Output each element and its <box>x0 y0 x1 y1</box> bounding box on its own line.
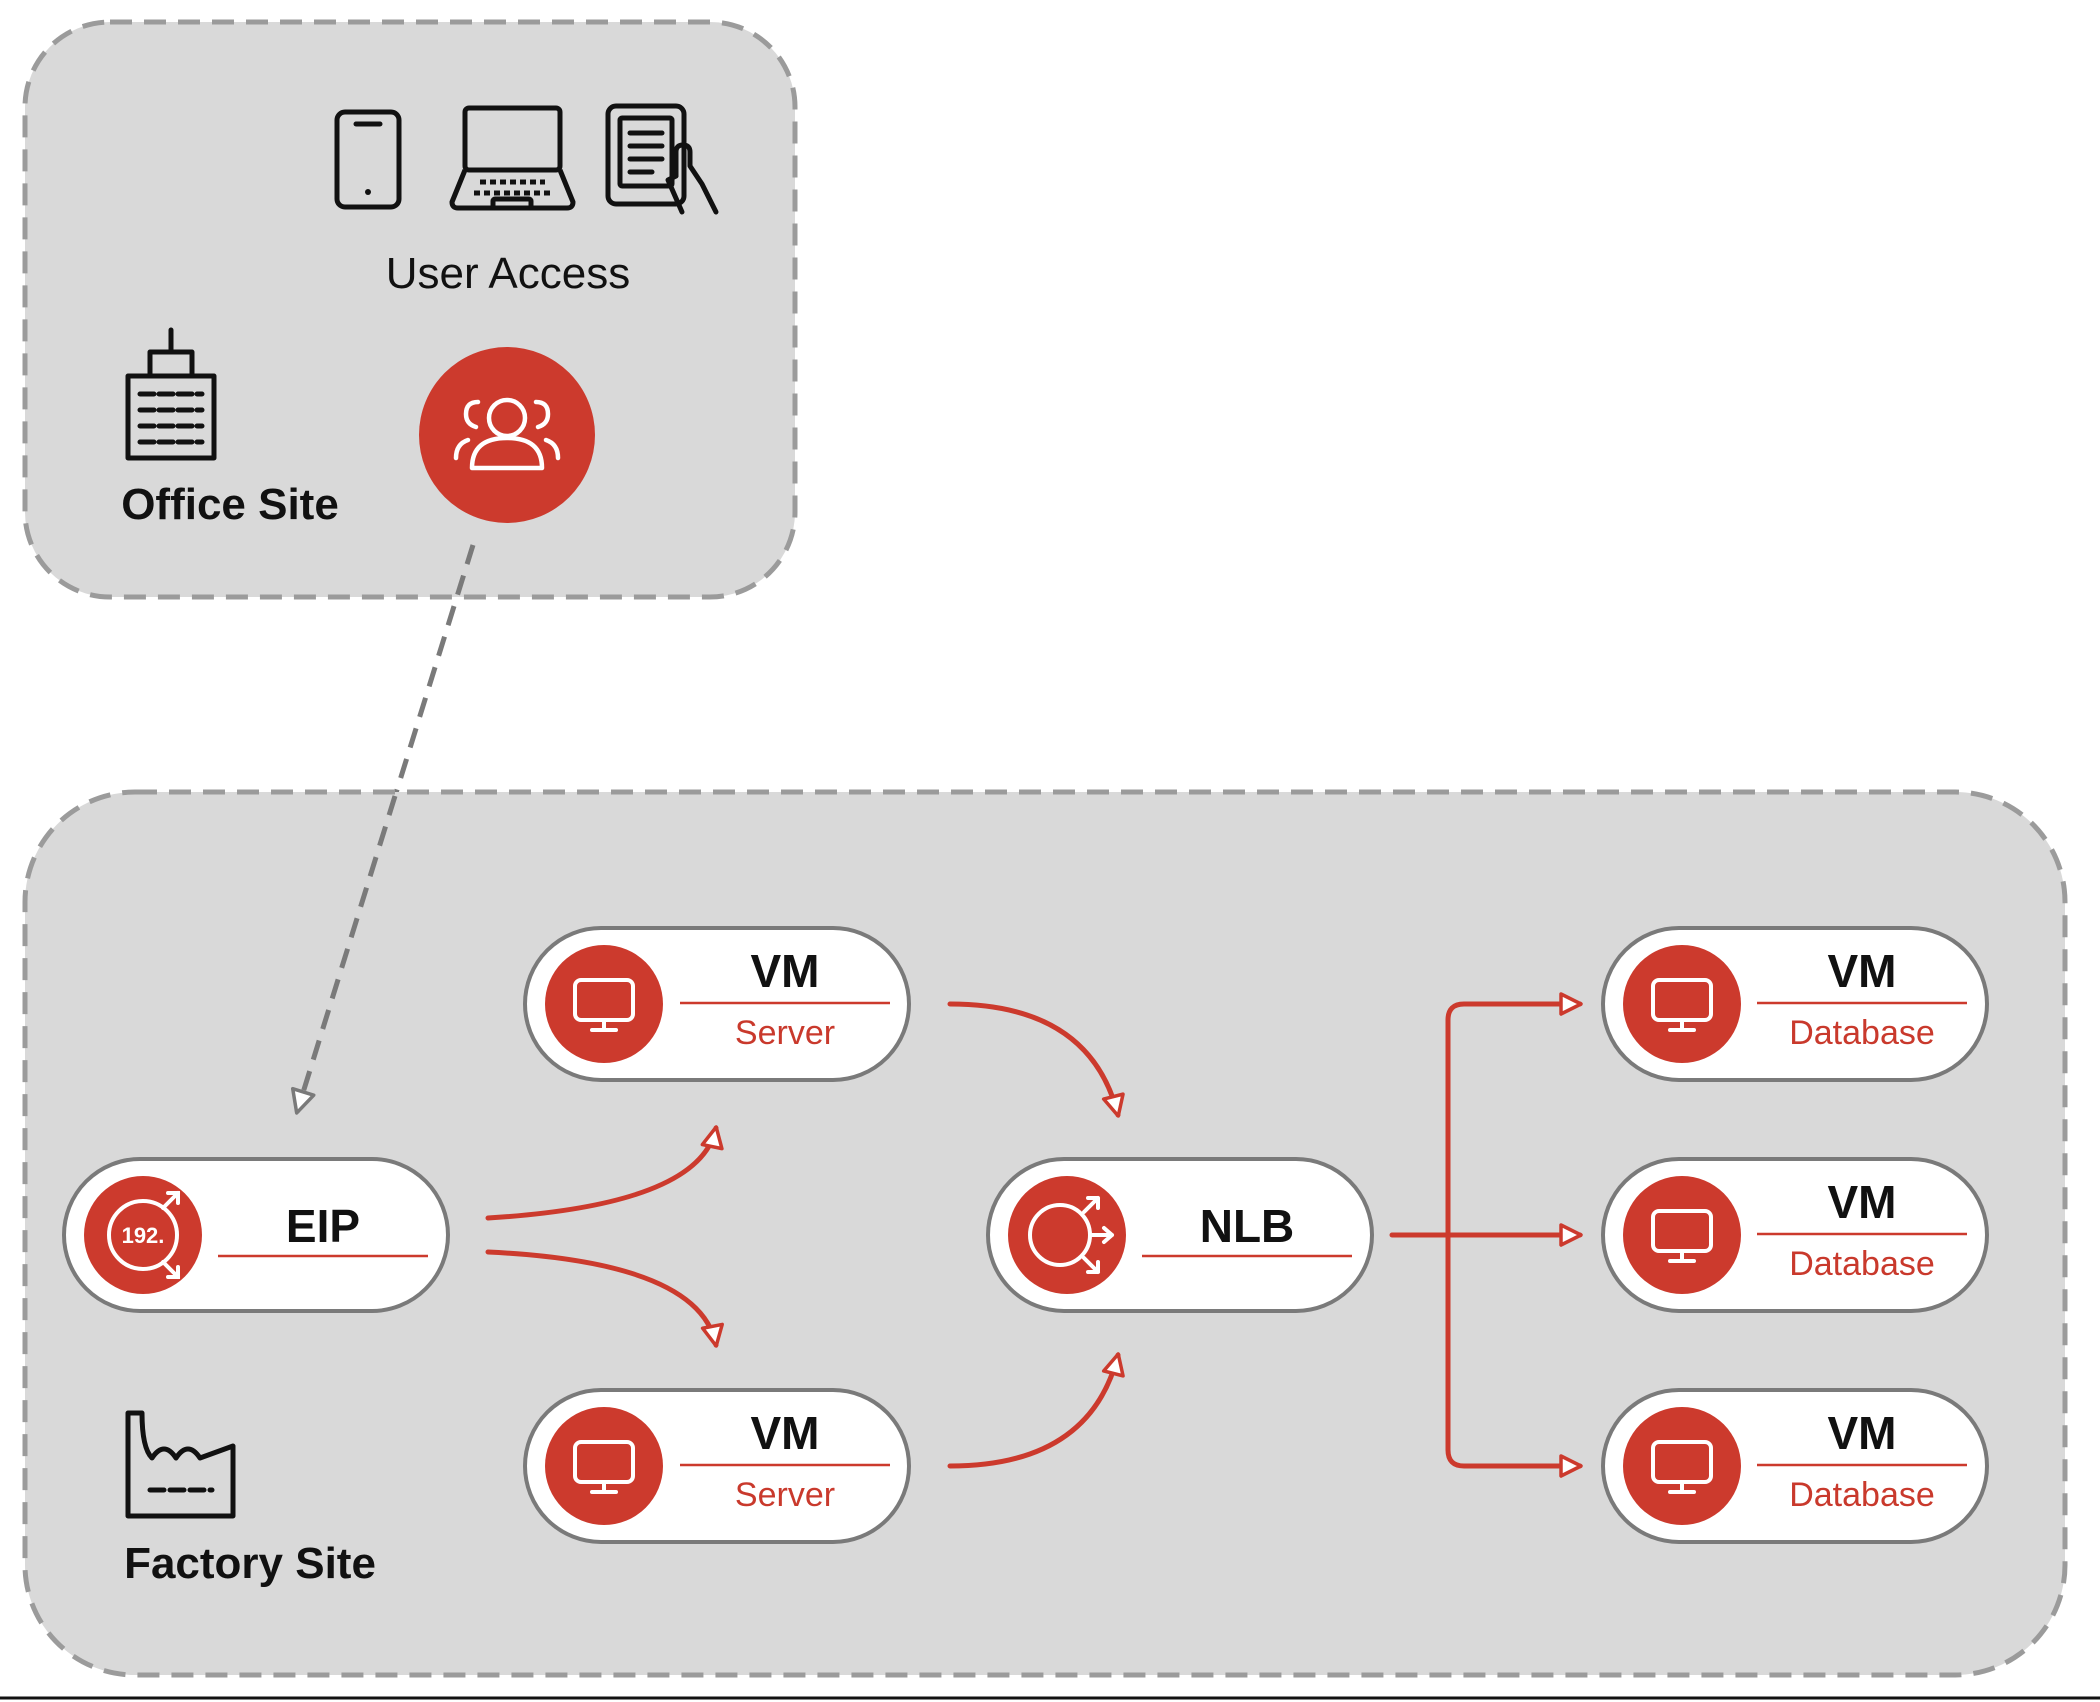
server-2-title: VM <box>751 1407 820 1459</box>
monitor-icon <box>545 945 663 1063</box>
user-access-label: User Access <box>386 249 631 298</box>
eip-to-server-1-connector <box>485 1125 724 1221</box>
nlb-node[interactable]: NLB <box>986 1157 1374 1313</box>
office-building-icon <box>125 327 217 461</box>
monitor-icon <box>1623 1407 1741 1525</box>
eip-to-server-2-connector <box>485 1249 724 1348</box>
vm-database-node-3[interactable]: VM Database <box>1601 1388 1989 1544</box>
factory-site-label: Factory Site <box>124 1539 376 1588</box>
smartphone-icon <box>334 109 402 210</box>
db-2-title: VM <box>1828 1176 1897 1228</box>
factory-icon <box>125 1410 236 1519</box>
office-site-zone <box>22 19 798 600</box>
db-3-subtitle: Database <box>1789 1476 1935 1514</box>
nlb-title: NLB <box>1200 1200 1295 1252</box>
vm-server-node-2[interactable]: VM Server <box>523 1388 911 1544</box>
vm-database-node-1[interactable]: VM Database <box>1601 926 1989 1082</box>
connectors <box>485 992 1583 1478</box>
eip-node[interactable]: 192. EIP <box>62 1157 450 1313</box>
nlb-to-db-1-connector <box>1445 992 1583 1238</box>
user-group-icon <box>419 347 595 523</box>
server-1-title: VM <box>751 945 820 997</box>
db-2-subtitle: Database <box>1789 1245 1935 1283</box>
laptop-icon <box>449 105 576 211</box>
monitor-icon <box>545 1407 663 1525</box>
monitor-icon <box>1623 945 1741 1063</box>
server-2-to-nlb-connector <box>947 1352 1125 1469</box>
nlb-to-db-3-connector <box>1445 1232 1583 1478</box>
office-site-label: Office Site <box>121 480 339 529</box>
eip-192-icon <box>84 1176 202 1294</box>
vm-database-node-2[interactable]: VM Database <box>1601 1157 1989 1313</box>
eip-icon-text: 192. <box>122 1223 165 1248</box>
db-1-subtitle: Database <box>1789 1014 1935 1052</box>
server-1-to-nlb-connector <box>947 1001 1125 1118</box>
db-3-title: VM <box>1828 1407 1897 1459</box>
tablet-touch-icon <box>605 103 719 215</box>
server-1-subtitle: Server <box>735 1014 835 1052</box>
db-1-title: VM <box>1828 945 1897 997</box>
vm-server-node-1[interactable]: VM Server <box>523 926 911 1082</box>
server-2-subtitle: Server <box>735 1476 835 1514</box>
eip-title: EIP <box>286 1200 360 1252</box>
monitor-icon <box>1623 1176 1741 1294</box>
office-to-eip-arrow <box>290 795 398 1115</box>
